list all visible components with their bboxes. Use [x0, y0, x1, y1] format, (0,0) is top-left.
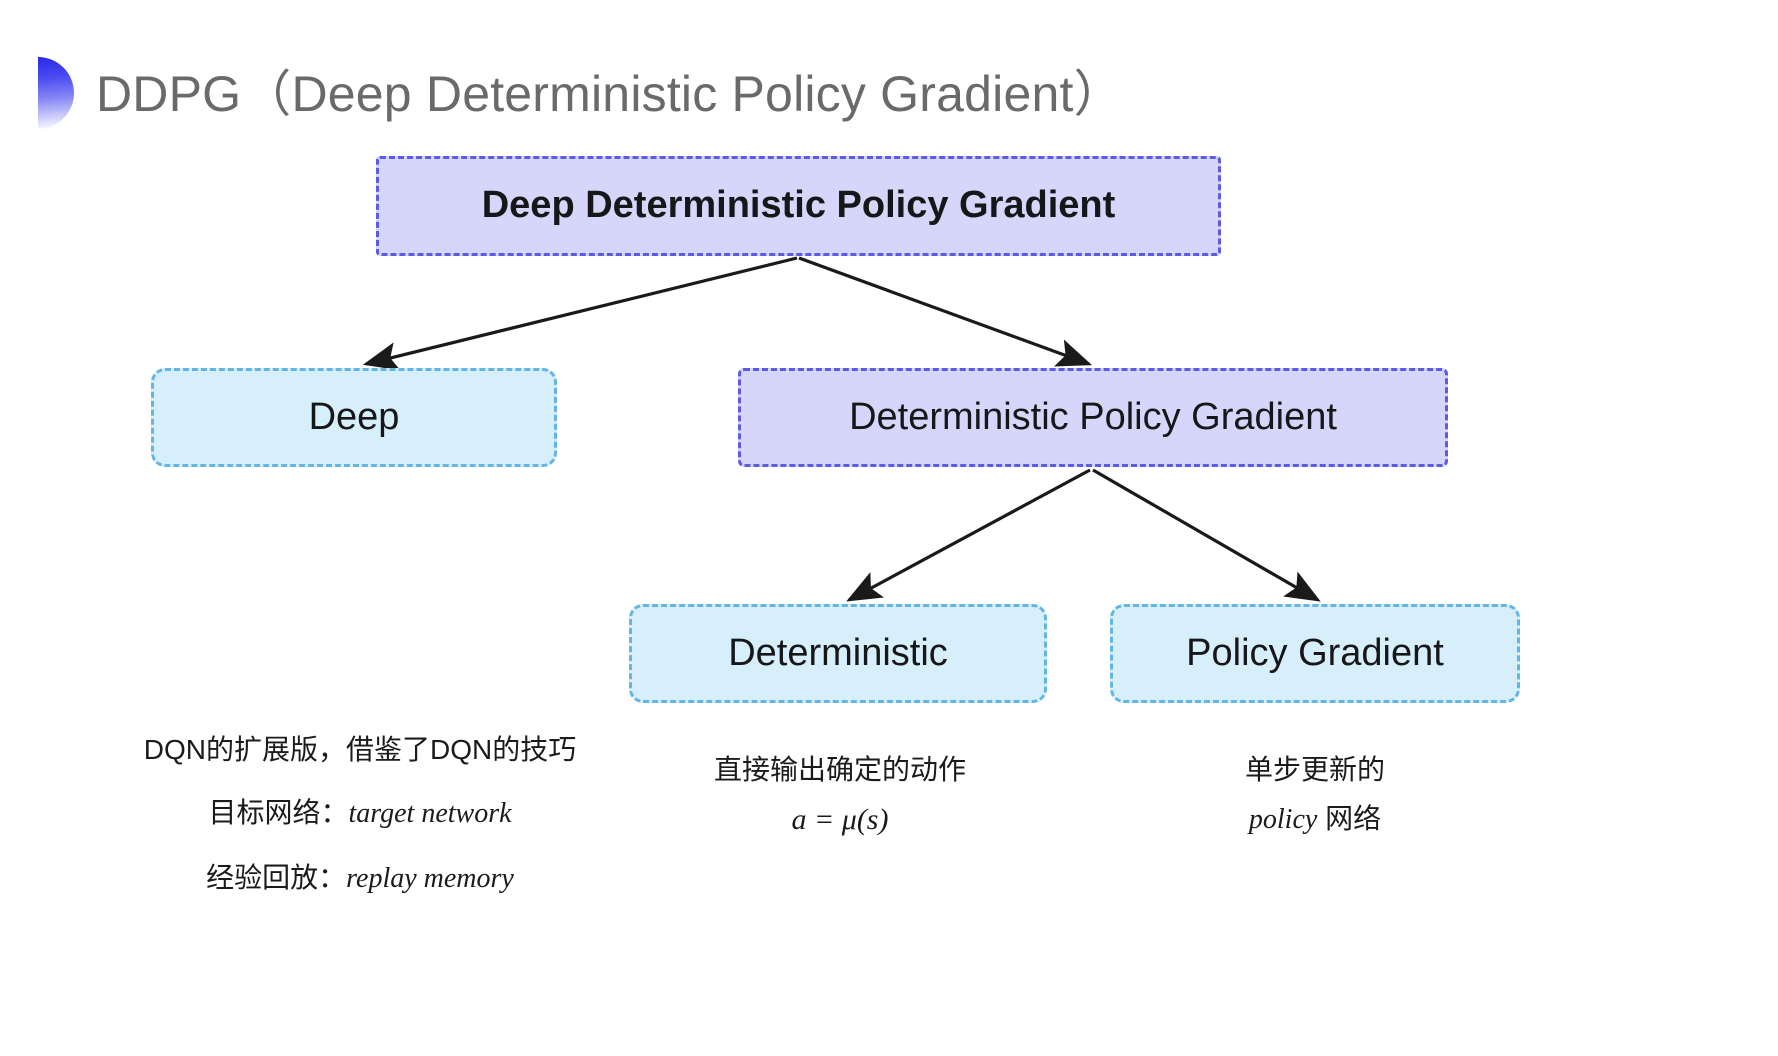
caption-policy-gradient-term: policy — [1248, 804, 1318, 836]
node-policy-gradient[interactable]: Policy Gradient — [1110, 604, 1520, 703]
node-deterministic-policy-gradient[interactable]: Deterministic Policy Gradient — [738, 368, 1448, 467]
caption-deep-line-1: DQN的扩展版，借鉴了DQN的技巧 — [143, 734, 577, 765]
caption-deterministic: 直接输出确定的动作 a = μ(s) — [630, 748, 1050, 850]
edge-root-to-deep — [362, 256, 798, 371]
edge-dpg-to-deterministic — [846, 468, 1091, 602]
node-deep-deterministic-policy-gradient[interactable]: Deep Deterministic Policy Gradient — [376, 156, 1221, 256]
caption-policy-gradient-line-1: 单步更新的 — [1244, 754, 1385, 785]
edge-root-to-dpg — [798, 256, 1093, 367]
caption-policy-gradient: 单步更新的 policy 网络 — [1110, 748, 1520, 848]
edge-dpg-to-policy-gradient — [1092, 468, 1321, 602]
page-title: DDPG（Deep Deterministic Policy Gradient） — [96, 66, 1124, 122]
caption-deep: DQN的扩展版，借鉴了DQN的技巧 目标网络：target network 经验… — [80, 728, 640, 900]
caption-policy-gradient-suffix: 网络 — [1317, 803, 1382, 835]
caption-deterministic-formula: a = μ(s) — [791, 803, 889, 837]
caption-deep-line-2: 目标网络：target network — [80, 791, 640, 835]
node-deep[interactable]: Deep — [151, 368, 557, 467]
caption-policy-gradient-line-2: policy 网络 — [1110, 797, 1520, 841]
caption-deep-line-3-label: 经验回放： — [206, 861, 347, 893]
caption-deep-line-3: 经验回放：replay memory — [80, 856, 640, 900]
node-deterministic[interactable]: Deterministic — [629, 604, 1047, 703]
caption-deep-line-3-term: replay memory — [346, 862, 514, 894]
title-accent-semicircle-icon — [38, 57, 74, 129]
caption-deep-line-2-term: target network — [348, 798, 512, 830]
caption-deep-line-2-label: 目标网络： — [208, 797, 349, 829]
caption-deterministic-line-1: 直接输出确定的动作 — [713, 754, 966, 785]
